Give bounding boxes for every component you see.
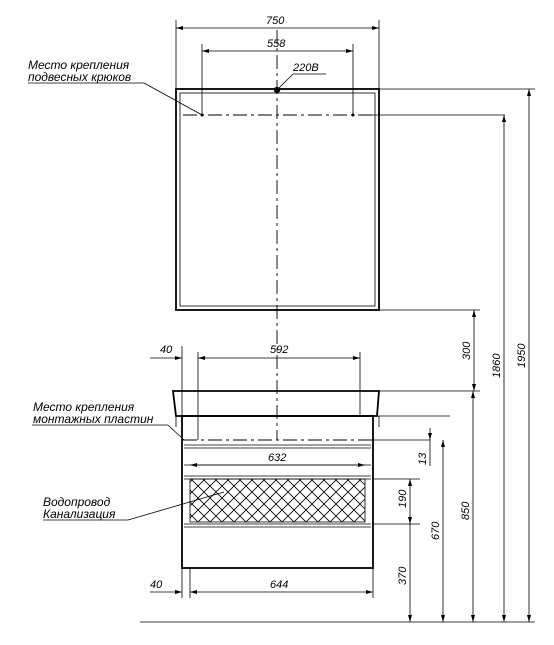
socket-voltage-label: 220В — [292, 62, 319, 74]
dim-pipe-zone-height: 190 — [397, 489, 409, 508]
hooks-label-line2: подвесных крюков — [28, 70, 131, 84]
dim-bottom-width: 644 — [270, 579, 288, 591]
dim-total-height: 1950 — [516, 343, 528, 368]
dim-cabinet-inner-width: 632 — [268, 452, 286, 464]
dim-rim-offset: 13 — [417, 452, 429, 465]
mirror — [175, 88, 380, 311]
plates-label-line2: монтажных пластин — [33, 412, 154, 426]
pipes-label-line2: Канализация — [43, 507, 116, 521]
dim-bottom-offset: 40 — [150, 579, 163, 591]
dim-pipe-top-height: 670 — [430, 521, 442, 540]
dim-pipe-bottom-height: 370 — [397, 566, 409, 585]
pipes-label-line1: Водопровод — [43, 495, 111, 509]
dim-cabinet-height: 850 — [460, 501, 472, 520]
dim-plate-offset: 40 — [160, 344, 173, 356]
hooks-label-line1: Место крепления — [28, 58, 130, 72]
sink — [171, 390, 380, 427]
dim-plate-spacing: 592 — [270, 344, 288, 356]
dim-hook-height: 1860 — [491, 353, 503, 378]
pipe-zone — [189, 478, 366, 523]
dim-mirror-to-cabinet: 300 — [461, 341, 473, 360]
dim-mirror-width: 750 — [266, 15, 285, 27]
plates-label-line1: Место крепления — [33, 400, 135, 414]
dim-hook-spacing: 558 — [267, 38, 286, 50]
